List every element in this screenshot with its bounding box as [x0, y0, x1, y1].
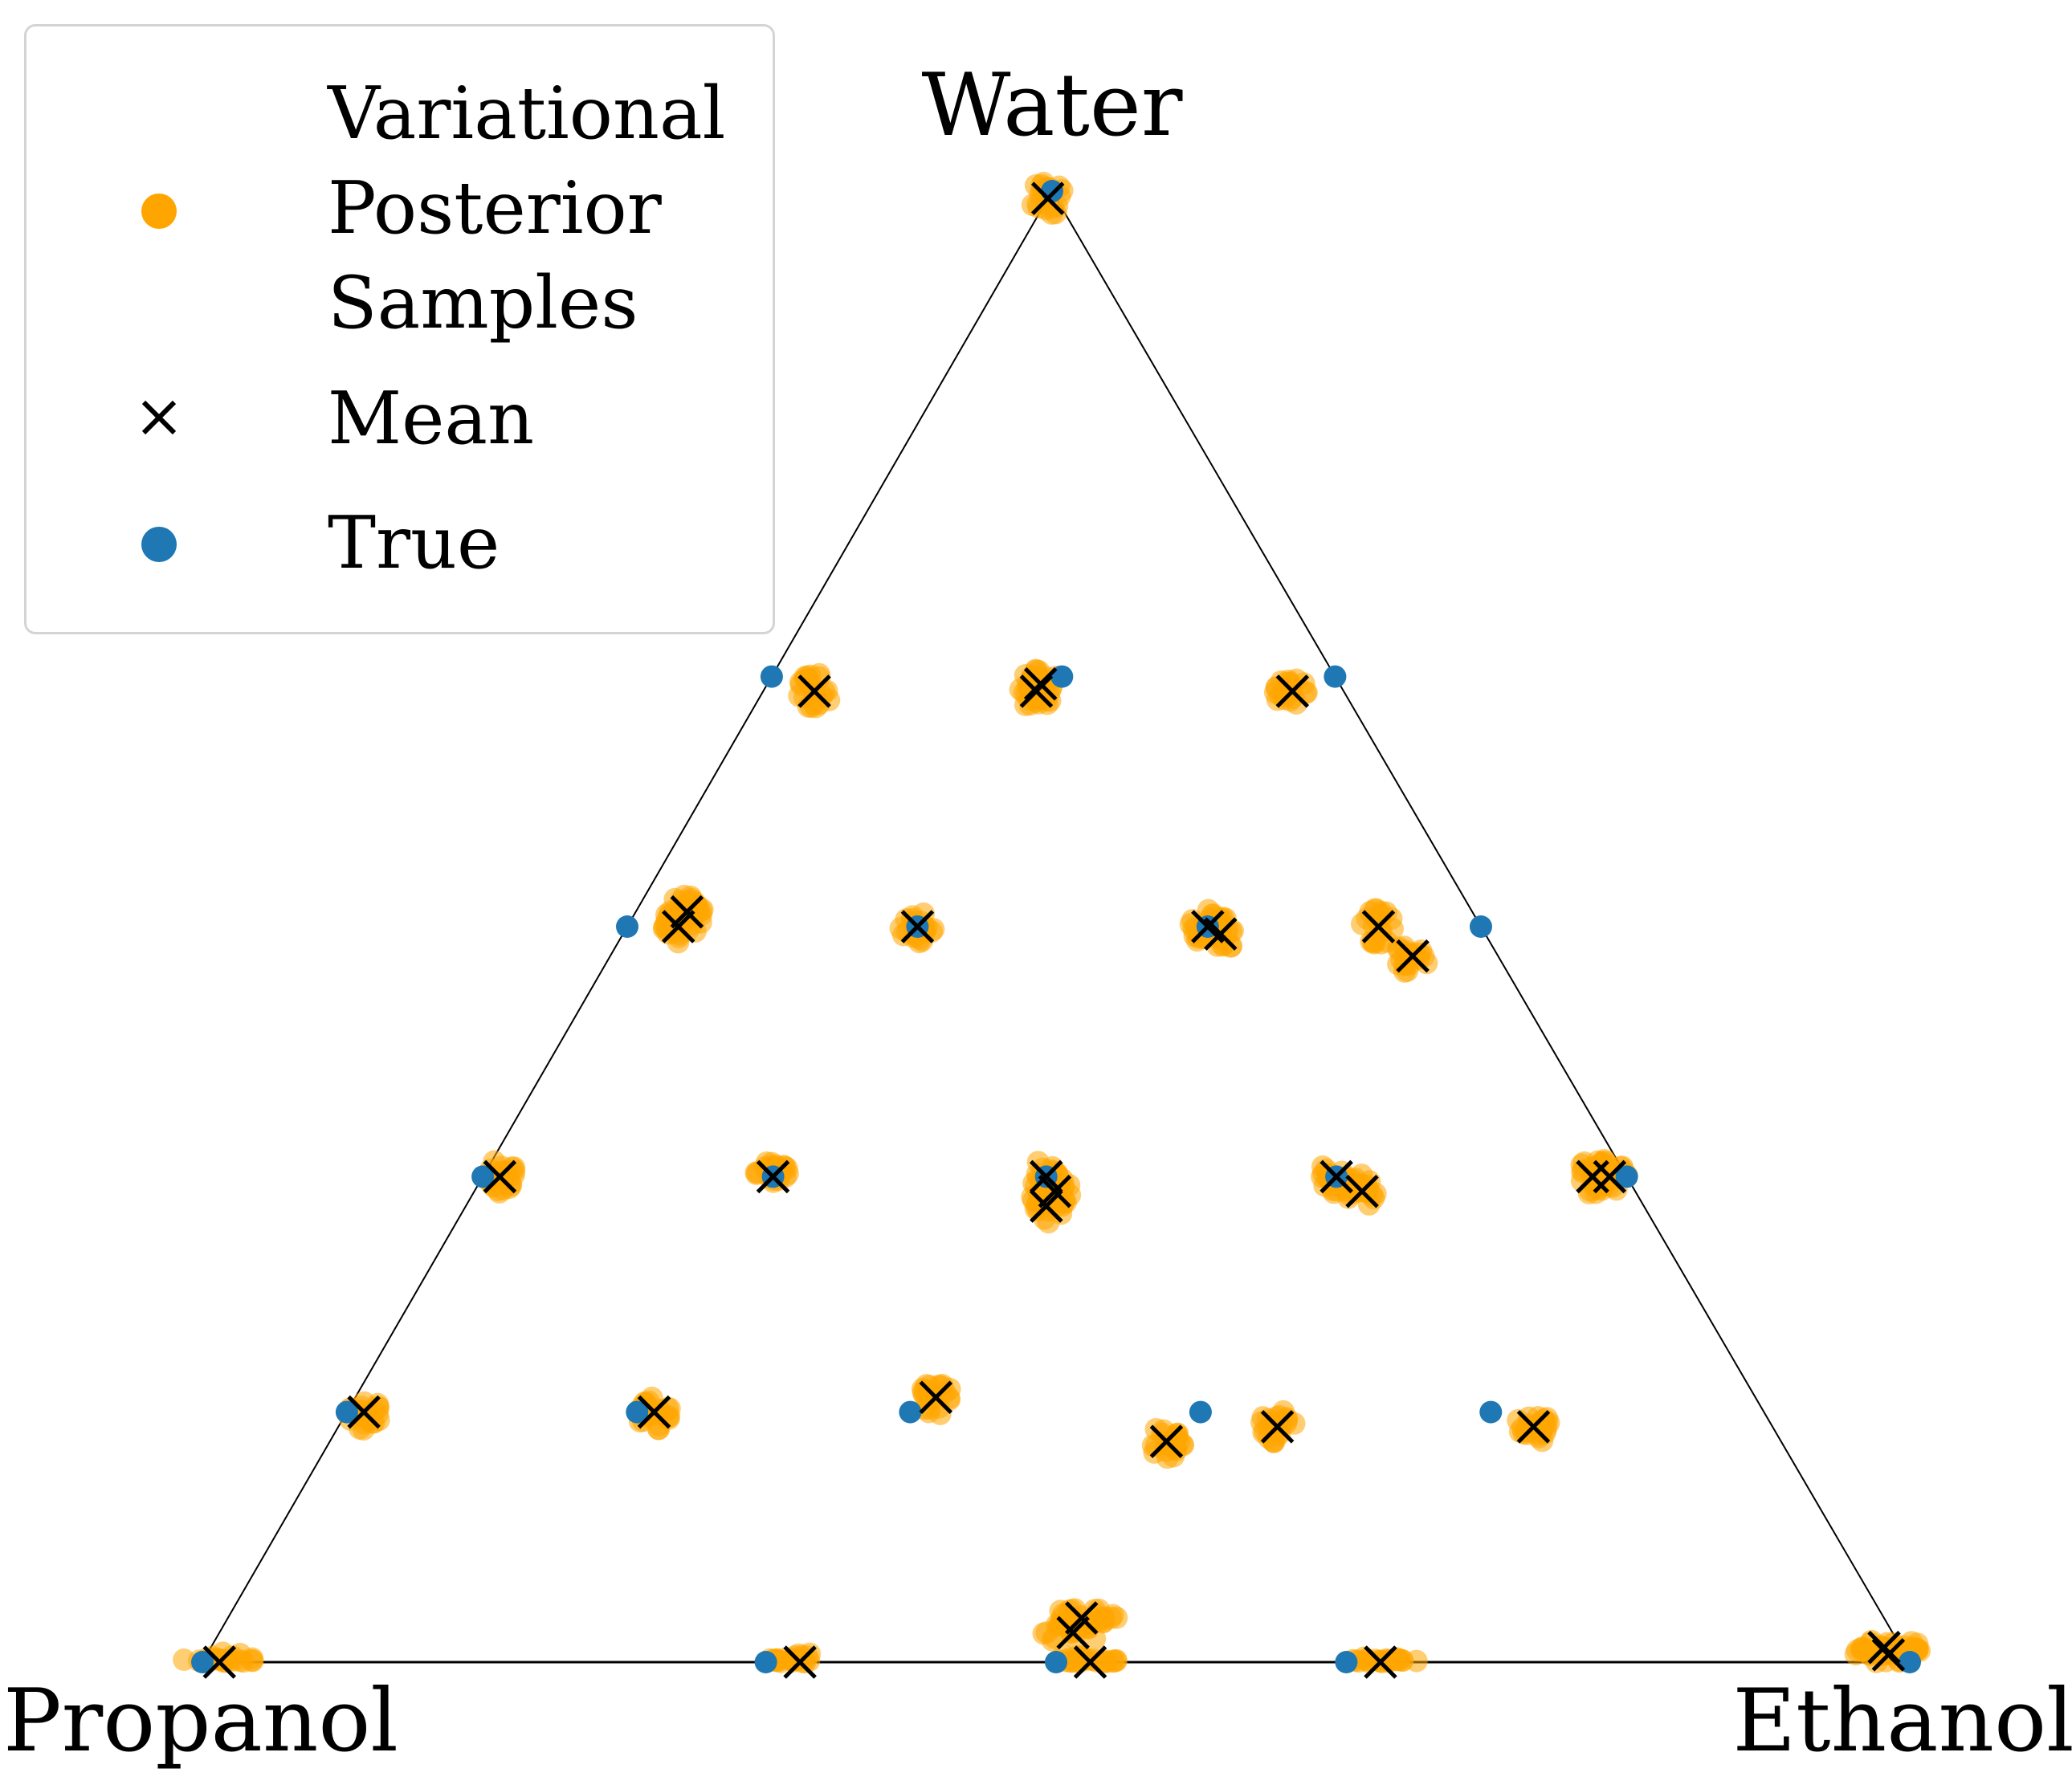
mean-marker — [756, 1159, 790, 1194]
mean-marker — [1364, 1645, 1397, 1679]
true-point — [1045, 1651, 1067, 1673]
legend-mean-marker — [141, 400, 177, 435]
posterior-sample — [496, 1161, 519, 1184]
true-point — [754, 1651, 777, 1673]
mean-marker — [662, 910, 695, 943]
true-point — [626, 1400, 649, 1424]
posterior-sample — [1405, 1649, 1428, 1673]
true-point — [191, 1651, 214, 1673]
mean-marker — [1867, 1630, 1901, 1665]
posterior-sample — [782, 1648, 806, 1672]
mean-marker — [1023, 666, 1058, 701]
mean-marker — [1029, 1159, 1063, 1194]
mean-marker — [1319, 1159, 1353, 1194]
mean-marker — [637, 1395, 671, 1429]
true-point — [335, 1400, 358, 1424]
mean-marker — [1516, 1410, 1551, 1444]
true-point — [1324, 665, 1347, 688]
mean-marker — [1073, 1645, 1107, 1679]
mean-marker — [202, 1645, 237, 1679]
mean-points-layer — [202, 181, 1906, 1679]
vertex-label-water: Water — [922, 55, 1183, 156]
mean-marker — [347, 1395, 381, 1429]
posterior-sample — [1020, 678, 1043, 701]
posterior-sample — [918, 1397, 941, 1420]
true-point — [1470, 915, 1492, 938]
posterior-sample — [911, 1377, 934, 1400]
true-point — [1041, 180, 1063, 202]
vertex-label-propanol: Propanol — [3, 1671, 398, 1771]
posterior-sample — [793, 666, 817, 689]
posterior-sample — [655, 1406, 679, 1429]
mean-marker — [483, 1159, 517, 1194]
legend-posterior-marker — [141, 194, 177, 229]
mean-marker — [1030, 1189, 1063, 1223]
mean-marker — [783, 1645, 817, 1679]
true-point — [1189, 1400, 1212, 1424]
posterior-sample — [367, 1408, 390, 1432]
mean-marker — [919, 1380, 953, 1415]
mean-marker — [1056, 1616, 1090, 1650]
mean-marker — [1593, 1159, 1627, 1194]
mean-marker — [1149, 1424, 1184, 1458]
legend-entry-mean: Mean — [27, 372, 773, 467]
posterior-sample — [675, 896, 698, 919]
mean-marker — [670, 894, 704, 929]
true-point — [899, 1400, 922, 1424]
mean-marker — [1275, 674, 1310, 708]
mean-marker — [1019, 674, 1054, 708]
legend: Variational Posterior Samples Mean True — [24, 24, 775, 634]
legend-entry-true: True — [27, 496, 773, 591]
posterior-sample — [1063, 1650, 1087, 1673]
posterior-sample — [1337, 1186, 1360, 1209]
posterior-sample — [1362, 1187, 1385, 1210]
legend-entry-posterior: Variational Posterior Samples — [27, 67, 773, 345]
mean-marker — [1260, 1410, 1295, 1444]
mean-marker — [1576, 1159, 1609, 1194]
true-point — [471, 1165, 495, 1188]
legend-true-marker — [141, 527, 177, 562]
posterior-sample — [1144, 1434, 1168, 1457]
posterior-sample — [1906, 1632, 1929, 1656]
mean-marker — [1871, 1638, 1906, 1672]
mean-marker — [1361, 910, 1396, 943]
vertex-label-ethanol: Ethanol — [1732, 1671, 2072, 1771]
mean-marker — [1204, 917, 1238, 951]
legend-posterior-label: Variational Posterior Samples — [328, 71, 726, 345]
true-point — [1615, 1165, 1638, 1188]
posterior-sample — [173, 1648, 196, 1671]
legend-true-label: True — [328, 501, 500, 585]
posterior-sample — [1105, 1606, 1128, 1629]
mean-marker — [900, 910, 935, 943]
mean-marker — [1345, 1174, 1379, 1208]
true-point — [616, 915, 638, 938]
posterior-sample — [1263, 681, 1287, 704]
mean-marker — [1030, 181, 1065, 215]
true-point — [1479, 1400, 1503, 1424]
true-point — [760, 665, 783, 688]
posterior-sample — [1850, 1637, 1873, 1661]
mean-marker — [1038, 1174, 1072, 1208]
mean-marker — [1064, 1601, 1099, 1635]
mean-marker — [1396, 939, 1430, 973]
posterior-sample — [1095, 1651, 1118, 1673]
true-point — [1335, 1651, 1358, 1673]
legend-mean-label: Mean — [328, 377, 535, 461]
mean-marker — [797, 674, 831, 708]
